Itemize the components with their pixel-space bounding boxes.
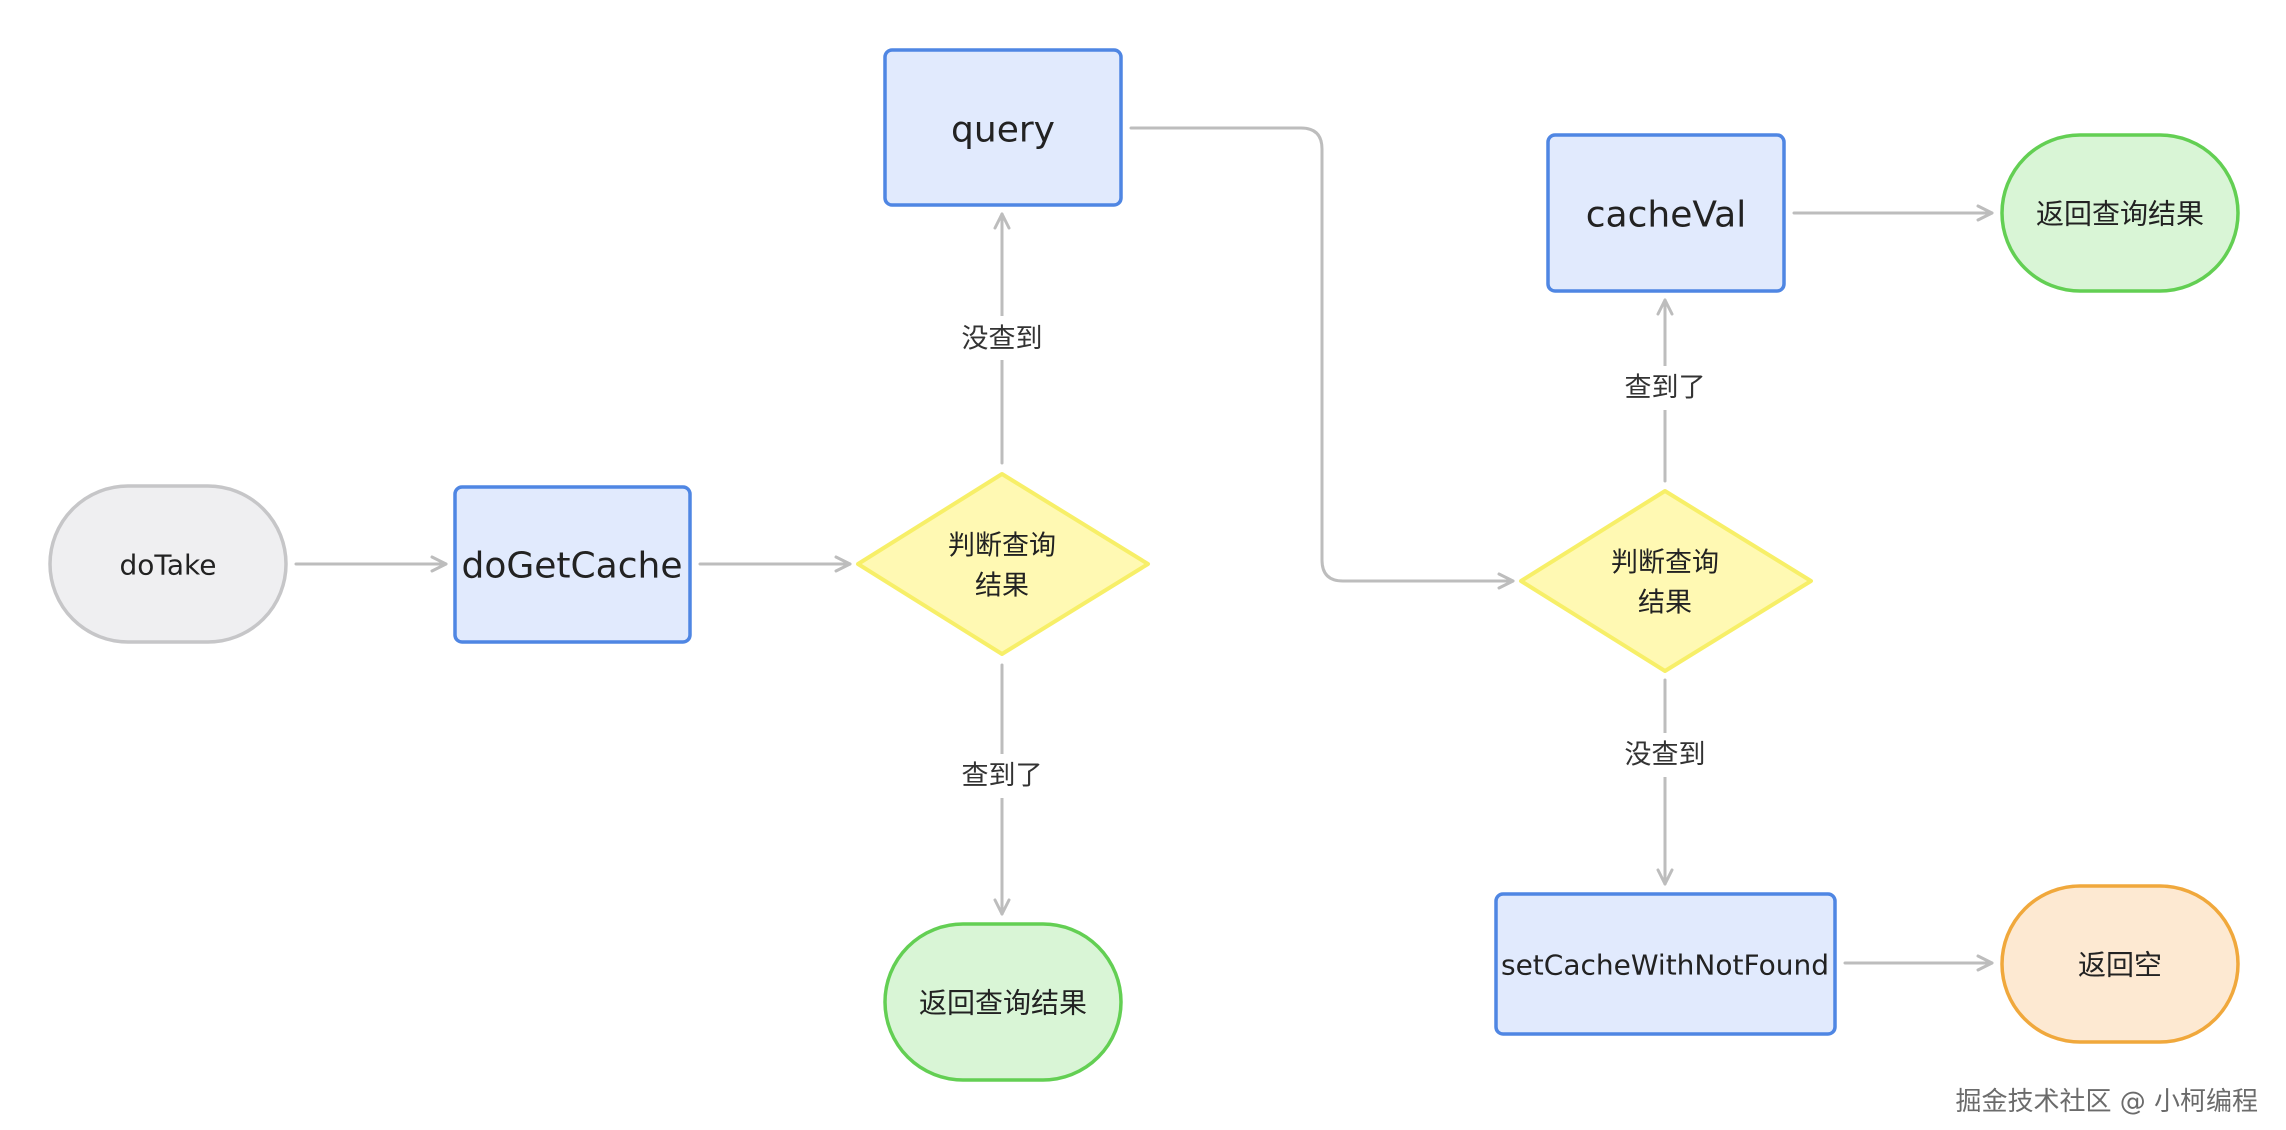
edge-label-d2-found: 查到了: [1615, 366, 1715, 410]
node-label-line-1: 判断查询: [948, 531, 1056, 562]
edge-query-to-decision2: [1129, 126, 1515, 590]
node-cacheval[interactable]: cacheVal: [1546, 133, 1786, 293]
node-query[interactable]: query: [883, 48, 1123, 207]
node-return-empty[interactable]: 返回空: [2000, 884, 2240, 1044]
node-dotake[interactable]: doTake: [48, 484, 288, 644]
node-label: 返回空: [2078, 949, 2162, 982]
edge-label-d1-not-found: 没查到: [952, 316, 1052, 360]
edge-label-text: 没查到: [1625, 740, 1706, 771]
node-label: 返回查询结果: [919, 987, 1087, 1020]
node-return-result-2[interactable]: 返回查询结果: [2000, 133, 2240, 293]
node-label: doGetCache: [462, 546, 683, 587]
node-label: cacheVal: [1586, 195, 1747, 236]
watermark: 掘金技术社区 @ 小柯编程: [1955, 1087, 2258, 1117]
edge-label-text: 查到了: [962, 761, 1043, 792]
node-decision-2[interactable]: 判断查询 结果: [1519, 489, 1813, 673]
node-dogetcache[interactable]: doGetCache: [453, 485, 692, 644]
edge-label-d2-not-found: 没查到: [1615, 733, 1715, 777]
node-decision-1[interactable]: 判断查询 结果: [856, 472, 1150, 656]
node-label-line-2: 结果: [1638, 588, 1692, 619]
node-setcache-not-found[interactable]: setCacheWithNotFound: [1494, 892, 1837, 1036]
node-return-result-1[interactable]: 返回查询结果: [883, 922, 1123, 1082]
edge-label-text: 查到了: [1625, 373, 1706, 404]
edge-label-d1-found: 查到了: [952, 754, 1052, 798]
node-label: query: [951, 110, 1055, 151]
node-label: doTake: [120, 549, 217, 582]
node-label: 返回查询结果: [2036, 198, 2204, 231]
node-label-line-1: 判断查询: [1611, 548, 1719, 579]
edge-label-text: 没查到: [962, 324, 1043, 355]
node-label-line-2: 结果: [975, 571, 1029, 602]
node-label: setCacheWithNotFound: [1501, 949, 1829, 982]
